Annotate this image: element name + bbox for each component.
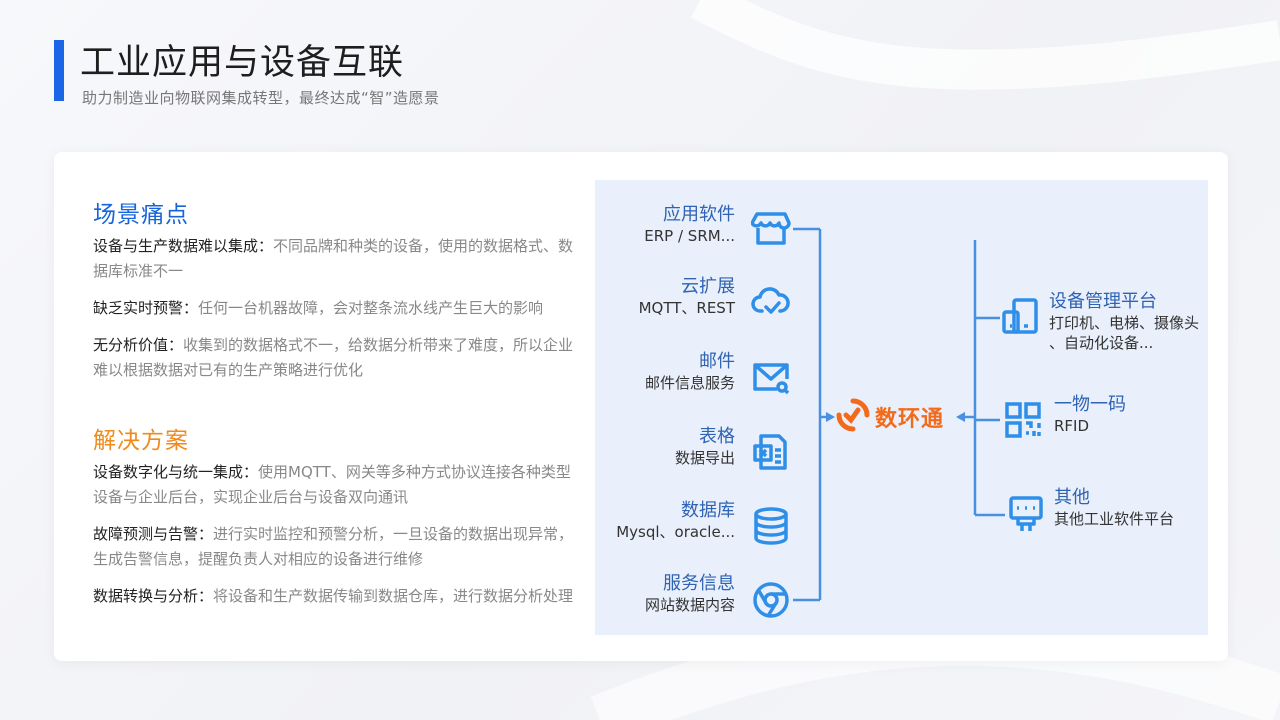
target-device-management: 设备管理平台 打印机、电梯、摄像头 、自动化设备... [1049,291,1200,352]
source-email: 邮件 邮件信息服务 [644,351,735,392]
qr-code-icon [1003,400,1043,440]
cloud-check-icon [751,281,791,321]
solution-item: 故障预测与告警：进行实时监控和预警分析，一旦设备的数据出现异常，生成告警信息，提… [93,525,574,568]
connector-lines [793,227,1005,602]
integration-diagram: 应用软件 ERP / SRM... 云扩展 MQTT、REST 邮件 邮件信息服… [595,180,1208,635]
solution-item: 数据转换与分析：将设备和生产数据传输到数据仓库，进行数据分析处理 [93,587,574,605]
target-qr-code: 一物一码 RFID [1054,394,1126,435]
plug-icon [1006,494,1046,534]
pain-point-item: 设备与生产数据难以集成：不同品牌和种类的设备，使用的数据格式、数据库标准不一 [93,237,574,280]
pain-point-item: 无分析价值：收集到的数据格式不一，给数据分析带来了难度，所以企业难以根据数据对已… [93,336,574,379]
pain-point-item: 缺乏实时预警：任何一台机器故障，会对整条流水线产生巨大的影响 [93,299,544,317]
title-accent-bar [54,40,64,101]
solutions-title: 解决方案 [93,428,189,454]
solutions-section: 解决方案 设备数字化与统一集成：使用MQTT、网关等多种方式协议连接各种类型设备… [93,421,583,621]
pain-points-section: 场景痛点 设备与生产数据难以集成：不同品牌和种类的设备，使用的数据格式、数据库标… [93,195,583,395]
hub-node: 数环通 [835,395,944,439]
page-subtitle: 助力制造业向物联网集成转型，最终达成“智”造愿景 [82,89,440,107]
source-cloud: 云扩展 MQTT、REST [638,276,735,317]
page-title: 工业应用与设备互联 [80,43,405,83]
hub-label: 数环通 [875,407,945,432]
shuhuantong-logo-icon [835,397,871,437]
source-spreadsheet: 表格 数据导出 [674,426,735,467]
solution-item: 设备数字化与统一集成：使用MQTT、网关等多种方式协议连接各种类型设备与企业后台… [93,463,571,506]
spreadsheet-icon [751,432,791,472]
devices-icon [1000,296,1040,336]
mail-search-icon [751,357,791,397]
target-other: 其他 其他工业软件平台 [1054,487,1175,528]
database-icon [751,506,791,546]
source-app-software: 应用软件 ERP / SRM... [644,204,735,245]
source-service-info: 服务信息 网站数据内容 [644,573,735,614]
store-icon [750,208,791,248]
source-database: 数据库 Mysql、oracle... [616,500,735,541]
browser-icon [751,580,791,620]
pain-points-title: 场景痛点 [93,202,189,228]
